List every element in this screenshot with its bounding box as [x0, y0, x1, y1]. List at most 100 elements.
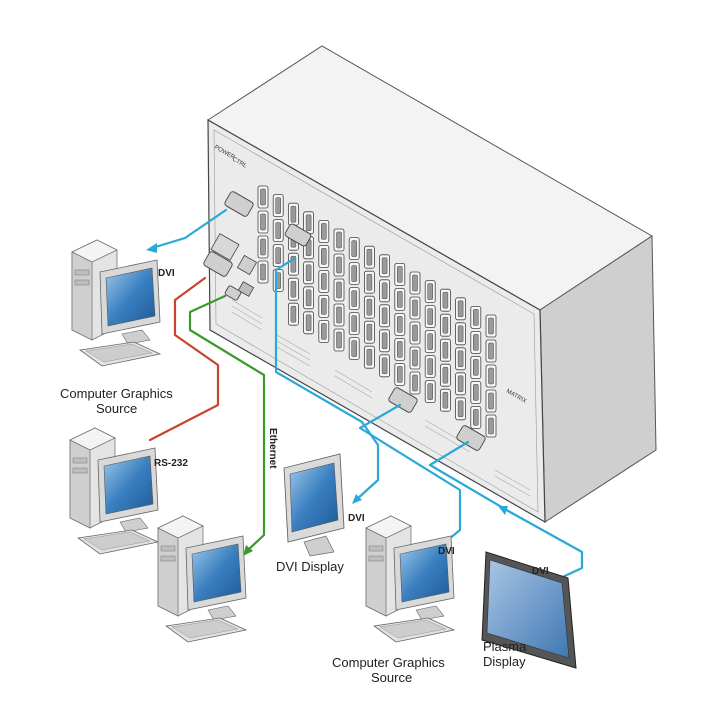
desktop-computer-icon	[71, 239, 161, 367]
dvi-port-icon	[409, 296, 421, 320]
dvi-port-icon	[318, 319, 330, 343]
ethernet-cable	[188, 294, 266, 552]
dvi-port-icon	[318, 269, 330, 293]
dvi-cable-source-top	[150, 208, 228, 250]
cables	[146, 208, 584, 582]
rs232-label: RS-232	[154, 458, 188, 469]
dvi-port-icon	[485, 389, 497, 413]
computer-source-top-label-line2: Source	[96, 401, 137, 416]
dvi-port-icon	[424, 355, 436, 379]
lcd-monitor-icon	[283, 453, 345, 557]
computer-source-bottom-label-line1: Computer Graphics	[332, 655, 445, 670]
dvi-port-icon	[257, 235, 269, 259]
dvi-port-icon	[287, 277, 299, 301]
dvi-port-icon	[272, 219, 284, 243]
dvi-port-icon	[303, 311, 315, 335]
dvi-port-icon	[318, 244, 330, 268]
dvi-port-icon	[272, 194, 284, 218]
computer-source-bottom-label-line2: Source	[371, 670, 412, 685]
plasma-label-line2: Display	[483, 654, 526, 669]
dvi-port-icon	[333, 328, 345, 352]
dvi-port-icon	[287, 252, 299, 276]
dvi-port-icon	[348, 337, 360, 361]
desktop-computer-icon	[365, 515, 455, 643]
dvi-port-icon	[394, 312, 406, 336]
dvi-port-icon	[257, 210, 269, 234]
dvi-port-icon	[287, 302, 299, 326]
dvi-port-icon	[363, 320, 375, 344]
matrix-switcher-chassis-icon: POWER CTRL MATRIX	[207, 45, 657, 524]
dvi-port-icon	[455, 372, 467, 396]
plasma-display-icon	[481, 551, 577, 669]
dvi-port-icon	[439, 363, 451, 387]
dvi-port-icon	[379, 279, 391, 303]
dvi-port-icon	[485, 364, 497, 388]
dvi-port-icon	[363, 245, 375, 269]
dvi-port-icon	[470, 380, 482, 404]
dvi-port-icon	[424, 330, 436, 354]
dvi-port-icon	[455, 297, 467, 321]
dvi-port-icon	[424, 380, 436, 404]
dvi-port-icon	[424, 305, 436, 329]
dvi-port-icon	[470, 330, 482, 354]
dvi-port-icon	[318, 294, 330, 318]
dvi-port-icon	[470, 405, 482, 429]
dvi-top-label: DVI	[158, 268, 175, 279]
dvi-port-icon	[287, 202, 299, 226]
computer-source-top-label-line1: Computer Graphics	[60, 386, 173, 401]
dvi-port-icon	[257, 185, 269, 209]
dvi-port-icon	[455, 322, 467, 346]
dvi-source-bottom-cable-label: DVI	[438, 546, 455, 557]
dvi-port-icon	[485, 339, 497, 363]
desktop-computer-icon	[69, 427, 159, 555]
dvi-port-icon	[348, 237, 360, 261]
dvi-display-label: DVI Display	[276, 559, 344, 574]
dvi-port-icon	[379, 354, 391, 378]
dvi-cable-source-bottom	[358, 403, 462, 550]
dvi-port-icon	[333, 228, 345, 252]
plasma-label-line1: Plasma	[483, 639, 527, 654]
dvi-port-icon	[409, 271, 421, 295]
dvi-port-icon	[348, 287, 360, 311]
dvi-port-icon	[379, 304, 391, 328]
dvi-port-icon	[485, 314, 497, 338]
dvi-port-icon	[485, 414, 497, 438]
rs232-cable	[148, 276, 220, 442]
dvi-port-icon	[303, 261, 315, 285]
dvi-port-icon	[470, 355, 482, 379]
dvi-cable-plasma	[428, 440, 584, 582]
plugged-connectors	[203, 191, 486, 451]
dvi-port-icon	[272, 269, 284, 293]
dvi-port-icon	[363, 295, 375, 319]
dvi-port-icon	[348, 262, 360, 286]
dvi-port-icon	[303, 286, 315, 310]
dvi-port-icon	[379, 329, 391, 353]
dvi-port-icon	[333, 253, 345, 277]
desktop-computer-icon	[157, 515, 247, 643]
dvi-port-icon	[363, 270, 375, 294]
dvi-port-icon	[394, 362, 406, 386]
dvi-port-icon	[439, 313, 451, 337]
dvi-port-icon	[333, 303, 345, 327]
dvi-port-icon	[439, 338, 451, 362]
dvi-port-icon	[470, 305, 482, 329]
dvi-port-icon	[424, 280, 436, 304]
dvi-port-icon	[455, 347, 467, 371]
dvi-port-icon	[439, 388, 451, 412]
dvi-port-icon	[409, 346, 421, 370]
ethernet-label: Ethernet	[267, 428, 278, 469]
dvi-port-icon	[379, 254, 391, 278]
dvi-port-icon	[455, 397, 467, 421]
dvi-port-icon	[394, 262, 406, 286]
dvi-port-icon	[257, 260, 269, 284]
dvi-port-icon	[363, 345, 375, 369]
dvi-port-icon	[394, 287, 406, 311]
dvi-port-icon	[272, 244, 284, 268]
dvi-port-icon	[333, 278, 345, 302]
dvi-plasma-cable-label: DVI	[532, 566, 549, 577]
dvi-cable-display	[274, 256, 380, 502]
dvi-display-cable-label: DVI	[348, 513, 365, 524]
dvi-port-icon	[409, 371, 421, 395]
dvi-port-icon	[394, 337, 406, 361]
